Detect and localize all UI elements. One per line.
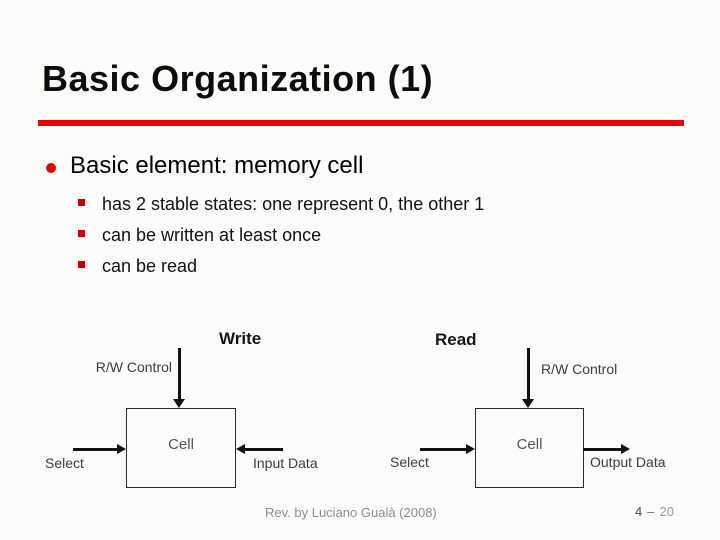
- output-data-arrowhead-icon: [621, 444, 630, 454]
- title-underline-rule: [38, 120, 684, 126]
- down-arrow-icon: [178, 348, 181, 400]
- page-indicator: 4–20: [635, 504, 674, 519]
- select-arrow-icon: [73, 448, 118, 451]
- page-separator: –: [647, 504, 655, 519]
- rw-control-label: R/W Control: [541, 361, 618, 377]
- select-label: Select: [390, 454, 429, 470]
- select-label: Select: [45, 455, 84, 471]
- square-bullet-icon: [78, 261, 85, 268]
- page-section-number: 4: [635, 504, 643, 519]
- sub-bullet-text: can be written at least once: [102, 225, 322, 245]
- sub-bullet-text: can be read: [102, 256, 198, 276]
- select-arrowhead-icon: [466, 444, 475, 454]
- square-bullet-icon: [78, 230, 85, 237]
- cell-label: Cell: [516, 435, 543, 453]
- select-arrowhead-icon: [117, 444, 126, 454]
- square-bullet-icon: [78, 199, 85, 206]
- rw-control-label: R/W Control: [95, 359, 172, 375]
- read-mode-label: Read: [435, 330, 477, 349]
- cell-label: Cell: [168, 435, 194, 453]
- output-data-arrow-icon: [583, 448, 621, 451]
- sub-bullet-text: has 2 stable states: one represent 0, th…: [102, 194, 485, 214]
- list-item: has 2 stable states: one represent 0, th…: [78, 194, 484, 215]
- down-arrowhead-icon: [173, 399, 185, 408]
- cell-box: Cell: [126, 408, 236, 488]
- input-data-arrowhead-icon: [236, 444, 245, 454]
- down-arrow-icon: [527, 348, 530, 400]
- footer-credit: Rev. by Luciano Gualà (2008): [265, 505, 437, 520]
- down-arrowhead-icon: [522, 399, 534, 408]
- write-mode-label: Write: [219, 329, 262, 348]
- input-data-label: Input Data: [253, 455, 318, 471]
- list-item: can be written at least once: [78, 225, 321, 246]
- page-number: 20: [659, 504, 674, 519]
- cell-box: Cell: [475, 408, 584, 488]
- bullet-dot-icon: [46, 163, 56, 173]
- select-arrow-icon: [420, 448, 466, 451]
- input-data-arrow-icon: [245, 448, 283, 451]
- page-title: Basic Organization (1): [42, 58, 434, 99]
- output-data-label: Output Data: [590, 454, 666, 470]
- bullet-text: Basic element: memory cell: [70, 152, 364, 179]
- list-item: can be read: [78, 256, 197, 277]
